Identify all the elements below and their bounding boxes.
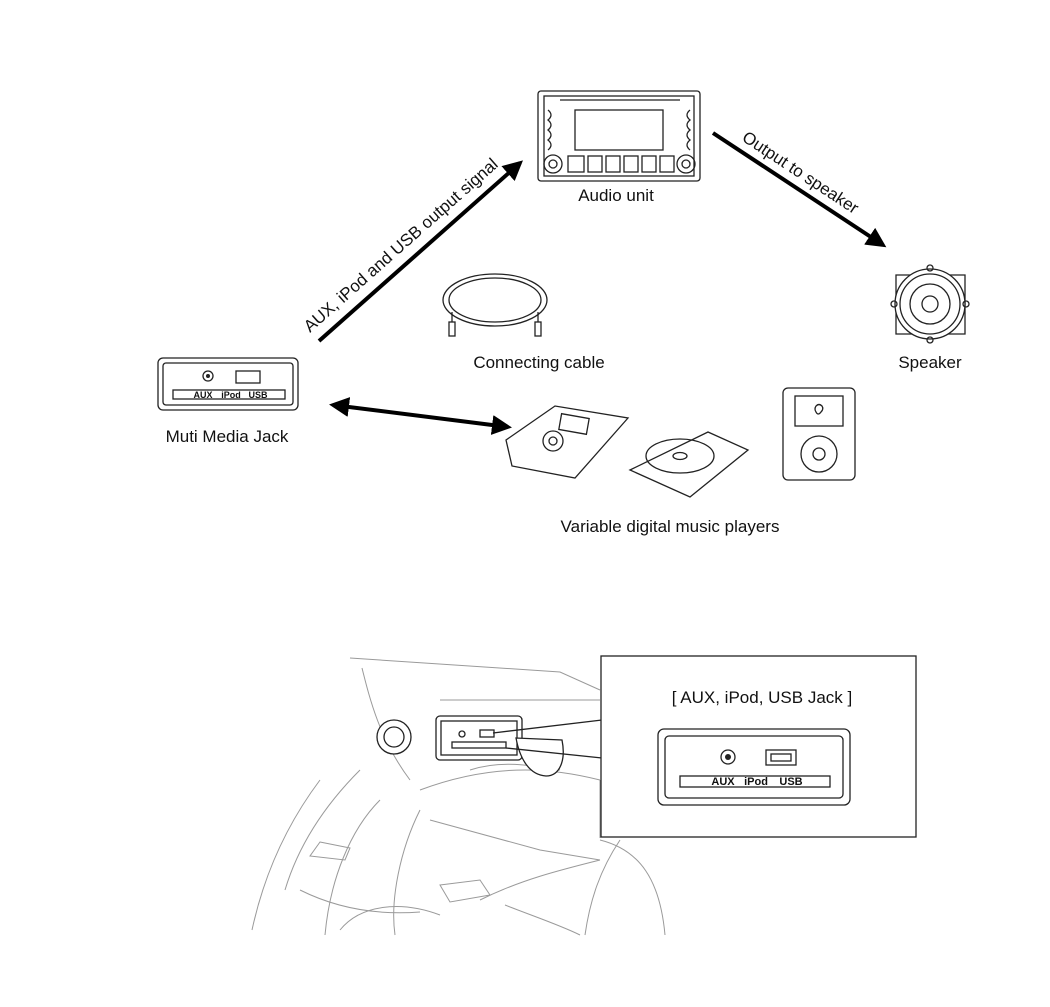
players-label: Variable digital music players: [561, 517, 780, 536]
connecting-cable-illustration: [442, 273, 548, 337]
cd-player-illustration: [628, 431, 750, 498]
detail-port-ipod: iPod: [744, 776, 768, 788]
speaker-arrow: [711, 131, 887, 248]
mp3-player-illustration: [505, 405, 630, 479]
signal-arrow: [317, 160, 523, 343]
callout-line-bottom: [505, 747, 603, 759]
jack-port-ipod: iPod: [221, 390, 241, 400]
multi-media-jack-illustration: [157, 357, 299, 411]
console-jack-panel: [376, 715, 564, 777]
audio-unit-illustration: [537, 90, 701, 182]
connecting-cable-label: Connecting cable: [473, 353, 604, 372]
player-link-arrow: [329, 397, 512, 435]
detail-port-usb: USB: [779, 776, 802, 788]
audio-unit-label: Audio unit: [578, 186, 654, 205]
detail-port-aux: AUX: [711, 776, 735, 788]
speaker-arrow-label: Output to speaker: [739, 127, 863, 217]
signal-arrow-label: AUX, iPod and USB output signal: [300, 155, 502, 336]
ipod-illustration: [782, 387, 856, 481]
jack-detail-illustration: [657, 728, 851, 806]
multi-media-jack-label: Muti Media Jack: [166, 427, 289, 446]
jack-port-usb: USB: [248, 390, 268, 400]
callout-line-top: [492, 719, 603, 734]
speaker-label: Speaker: [898, 353, 962, 372]
jack-detail-title: [ AUX, iPod, USB Jack ]: [672, 688, 852, 707]
speaker-illustration: [890, 264, 970, 344]
jack-port-aux: AUX: [193, 390, 212, 400]
